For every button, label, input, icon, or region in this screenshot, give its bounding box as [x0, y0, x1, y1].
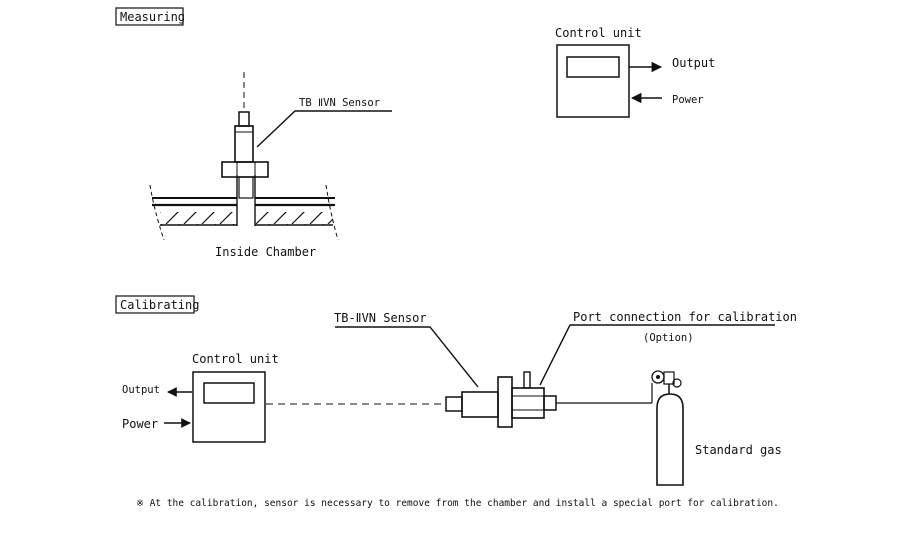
measuring-title-box — [115, 7, 184, 26]
measuring-control-unit-label: Control unit — [555, 26, 642, 40]
gas-cylinder — [656, 393, 684, 486]
regulator — [651, 370, 682, 403]
calibrating-control-unit-box — [192, 371, 266, 443]
measuring-control-unit-display — [566, 56, 620, 78]
cal-sensor-leader-line — [335, 326, 479, 388]
calibrating-control-unit-display — [203, 382, 255, 404]
calibrating-output-label: Output — [122, 384, 160, 396]
measuring-output-label: Output — [672, 56, 715, 70]
calibrating-sensor-label: TB-ⅡVN Sensor — [334, 311, 427, 325]
calibration-note: ※ At the calibration, sensor is necessar… — [136, 498, 779, 509]
port-label: Port connection for calibration — [573, 310, 797, 324]
calibrating-section: Calibrating Control unit Output Power TB… — [115, 295, 797, 486]
measuring-title: Measuring — [120, 10, 185, 24]
measuring-control-unit-box — [556, 44, 630, 118]
measuring-section: Measuring — [115, 7, 715, 259]
sensor-vertical — [221, 72, 269, 199]
calibrating-control-unit-label: Control unit — [192, 352, 279, 366]
chamber-label: Inside Chamber — [215, 245, 316, 259]
port-leader-line — [539, 324, 775, 386]
calibrating-title: Calibrating — [120, 298, 199, 312]
port-option-label: (Option) — [643, 332, 694, 344]
measuring-power-label: Power — [672, 94, 704, 106]
calibrating-title-box — [115, 295, 195, 314]
sensor-horizontal — [445, 371, 557, 428]
measuring-sensor-label: TB ⅡVN Sensor — [299, 97, 380, 109]
chamber-wall — [149, 175, 339, 241]
sensor-leader-line — [256, 110, 392, 148]
calibrating-power-label: Power — [122, 417, 158, 431]
standard-gas-label: Standard gas — [695, 443, 782, 457]
